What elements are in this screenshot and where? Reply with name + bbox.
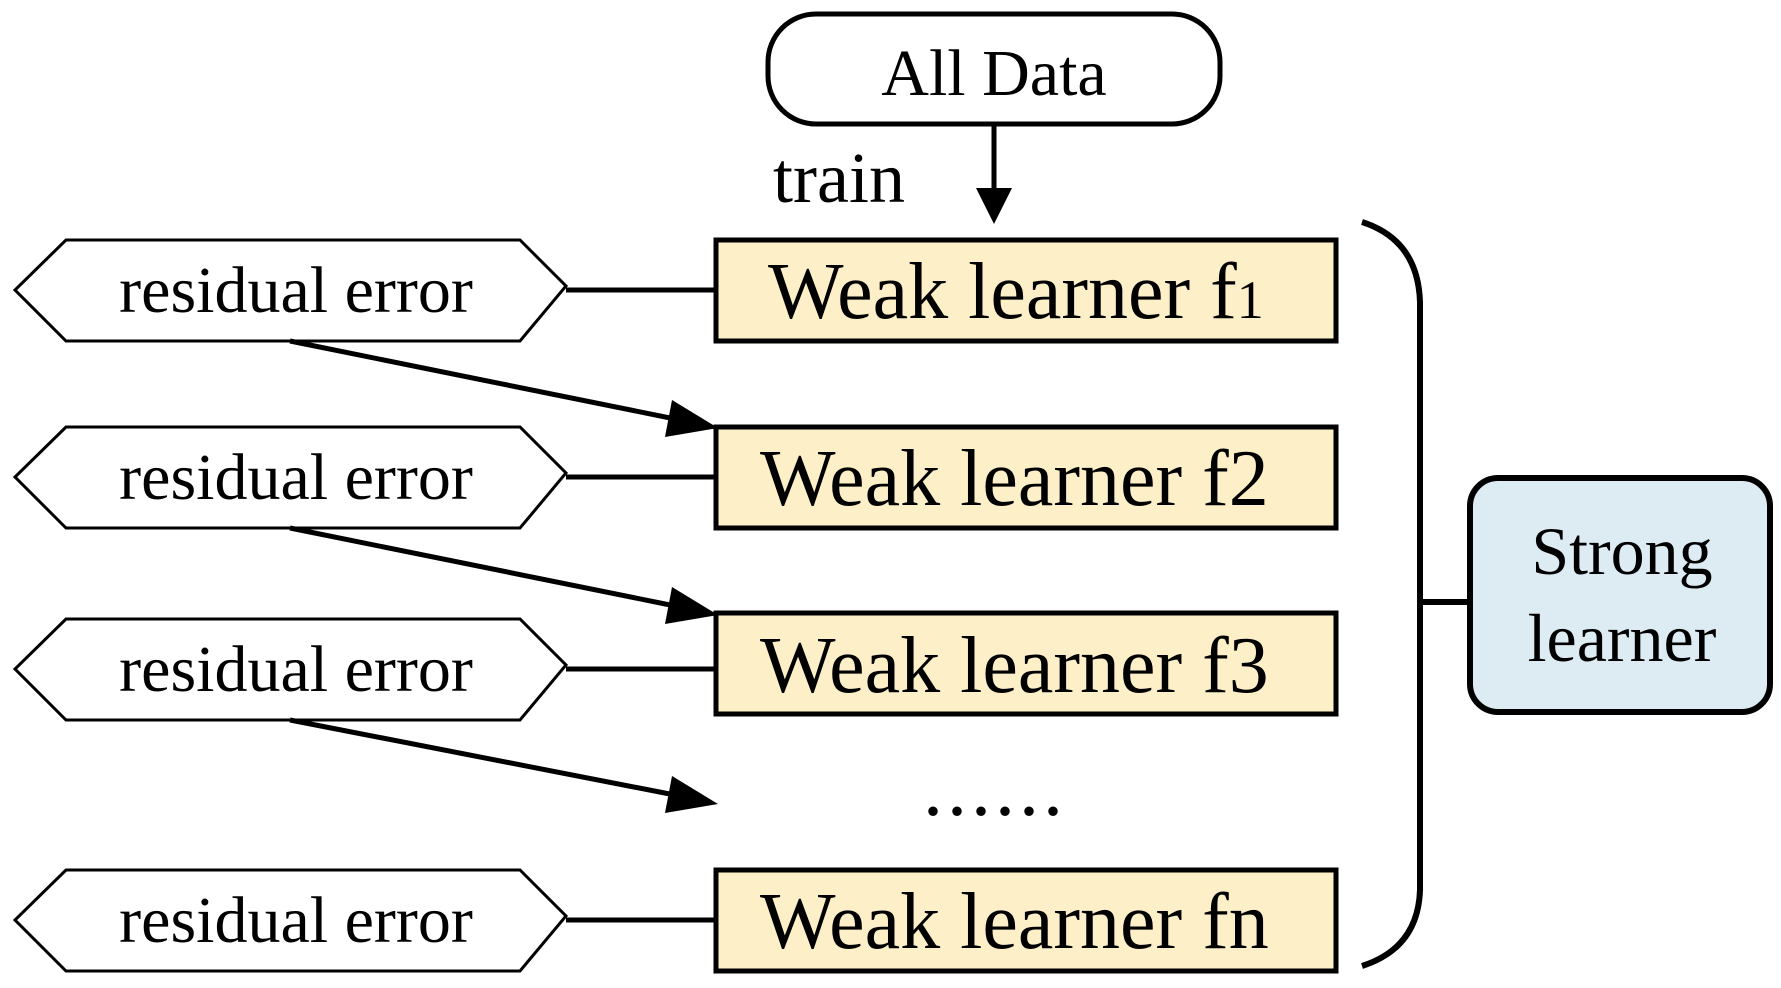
grouping-brace	[1361, 219, 1423, 969]
weak-learner-1-label: Weak learner f1	[768, 248, 1264, 336]
weak-learner-2: Weak learner f2	[713, 424, 1339, 531]
residual-error-3-label: residual error	[119, 633, 473, 706]
strong-learner-box	[1467, 475, 1773, 715]
train-label: train	[773, 138, 905, 218]
strong-learner-line2: learner	[1528, 600, 1717, 676]
weak-learner-3-label: Weak learner f3	[760, 622, 1269, 710]
residual-arrow-3	[289, 717, 718, 813]
weak-learner-1: Weak learner f1	[713, 237, 1339, 344]
all-data-label: All Data	[881, 37, 1106, 110]
residual-arrow-2	[289, 525, 718, 624]
residual-error-2: residual error	[12, 425, 569, 530]
weak-learner-n-label: Weak learner fn	[760, 878, 1269, 966]
residual-error-3: residual error	[12, 617, 569, 722]
weak-learner-n-subscript: n	[1229, 878, 1269, 966]
train-arrow	[976, 124, 1012, 224]
residual-error-1-label: residual error	[119, 254, 473, 327]
weak-learner-2-label: Weak learner f2	[760, 435, 1269, 523]
residual-error-1: residual error	[12, 238, 569, 343]
residual-error-4-label: residual error	[119, 884, 473, 957]
ellipsis: ......	[923, 745, 1067, 833]
residual-error-4: residual error	[12, 868, 569, 973]
strong-learner-node: Strong learner	[1467, 475, 1773, 715]
strong-learner-line1: Strong	[1531, 513, 1712, 589]
weak-learner-1-subscript: 1	[1237, 270, 1264, 330]
residual-error-2-label: residual error	[119, 441, 473, 514]
weak-learner-n: Weak learner fn	[713, 867, 1339, 974]
weak-learner-3: Weak learner f3	[713, 610, 1339, 717]
all-data-node: All Data	[765, 11, 1223, 127]
residual-arrow-1	[289, 338, 718, 437]
